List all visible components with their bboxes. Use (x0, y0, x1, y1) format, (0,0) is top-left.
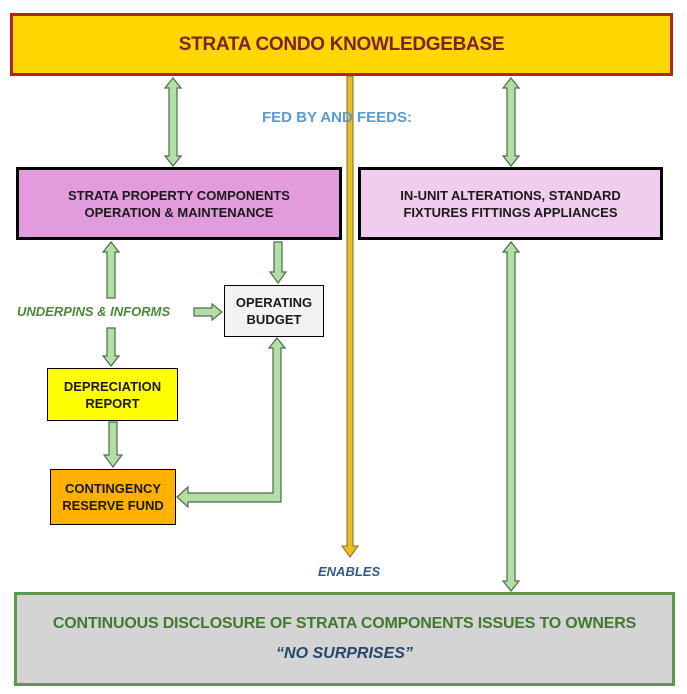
operating-budget-box: OPERATING BUDGET (224, 285, 324, 337)
property-components-box: STRATA PROPERTY COMPONENTS OPERATION & M… (16, 167, 342, 240)
in-unit-line1: IN-UNIT ALTERATIONS, STANDARD (400, 187, 621, 203)
kb-property-double-arrow (163, 77, 183, 167)
kb-inunit-double-arrow (501, 77, 521, 167)
in-unit-line2: FIXTURES FITTINGS APPLIANCES (403, 204, 618, 220)
contingency-fund-line2: RESERVE FUND (62, 498, 164, 513)
operating-budget-line2: BUDGET (246, 312, 302, 327)
underpins-label: UNDERPINS & INFORMS (17, 304, 171, 319)
contingency-fund-line1: CONTINGENCY (64, 481, 162, 496)
disclosure-title: CONTINUOUS DISCLOSURE OF STRATA COMPONEN… (52, 615, 637, 632)
depreciation-report-box: DEPRECIATION REPORT (47, 368, 178, 421)
depreciation-report-line2: REPORT (85, 395, 140, 411)
depreciation-report-line1: DEPRECIATION (63, 378, 162, 394)
enables-label: ENABLES (318, 564, 381, 579)
knowledgebase-box: STRATA CONDO KNOWLEDGEBASE (10, 13, 673, 76)
fed-by-label: FED BY AND FEEDS: (262, 109, 413, 126)
property-budget-arrow (268, 241, 288, 285)
contingency-budget-elbow-arrow (176, 337, 287, 509)
property-depreciation-arrow-upper (101, 241, 121, 299)
disclosure-box: CONTINUOUS DISCLOSURE OF STRATA COMPONEN… (14, 592, 675, 686)
enables-connector-line (341, 75, 359, 558)
contingency-fund-box: CONTINGENCY RESERVE FUND (50, 469, 176, 525)
inunit-disclosure-double-arrow (501, 241, 521, 592)
no-surprises-tagline: “NO SURPRISES” (276, 645, 413, 662)
in-unit-box: IN-UNIT ALTERATIONS, STANDARD FIXTURES F… (358, 167, 663, 240)
depreciation-contingency-arrow (102, 421, 124, 468)
operating-budget-line1: OPERATING (235, 295, 313, 310)
underpins-budget-arrow (193, 302, 223, 322)
property-components-line2: OPERATION & MAINTENANCE (84, 204, 274, 220)
property-components-line1: STRATA PROPERTY COMPONENTS (68, 187, 290, 203)
property-depreciation-arrow-lower (101, 327, 121, 367)
knowledgebase-label: STRATA CONDO KNOWLEDGEBASE (178, 33, 505, 55)
